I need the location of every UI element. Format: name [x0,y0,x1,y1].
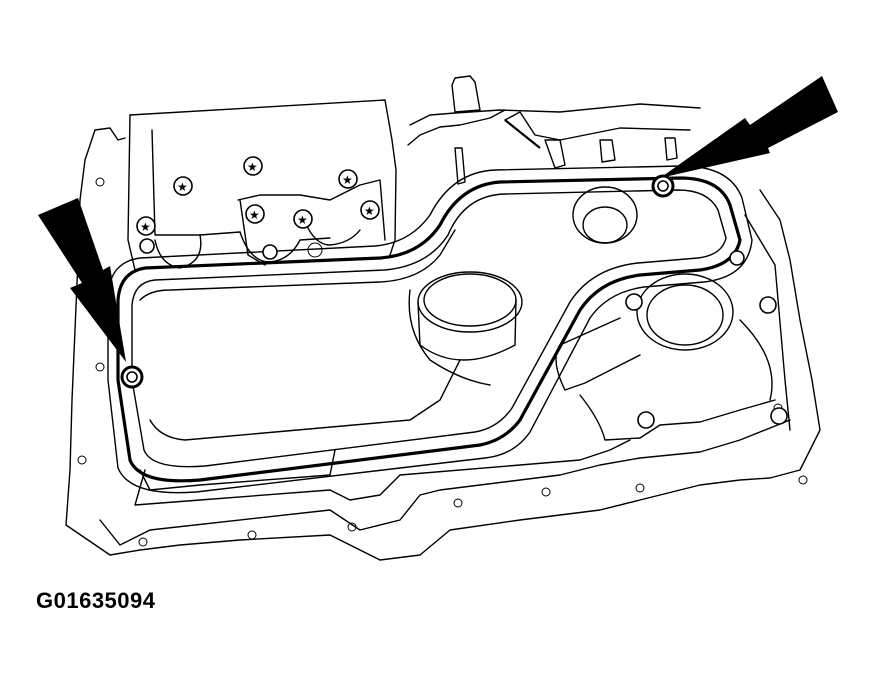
left-arrow-icon [38,198,126,362]
solenoid-block [127,99,397,271]
valve-body-features [408,186,776,441]
svg-text:★: ★ [140,220,151,234]
gasket [107,165,753,494]
oil-pan-flange [65,127,821,561]
svg-text:★: ★ [247,160,258,174]
star-screws: ★ ★ ★ ★ ★ ★ ★ [136,156,380,236]
hex-bolts [120,174,788,429]
right-arrow-icon [660,76,838,178]
svg-text:★: ★ [249,208,260,222]
svg-text:★: ★ [177,180,188,194]
valve-body-top [407,75,701,185]
svg-text:★: ★ [342,173,353,187]
figure-id-label: G01635094 [36,588,156,613]
svg-text:★: ★ [364,204,375,218]
pan-interior [139,214,791,441]
svg-text:★: ★ [297,213,308,227]
